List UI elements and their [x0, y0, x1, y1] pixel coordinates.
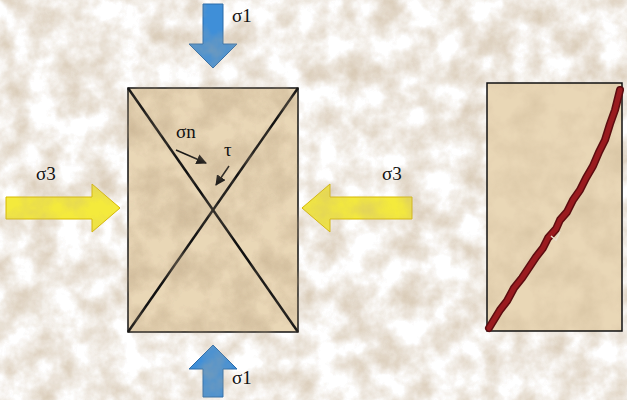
normal-stress-arrow: [176, 150, 206, 163]
shear-plane: [128, 88, 298, 332]
specimen-outline: [128, 88, 298, 332]
stress-label: σ1: [232, 368, 252, 389]
stress-label: σ1: [232, 6, 252, 27]
sigma3-arrow: [302, 184, 412, 232]
fracture: [489, 90, 620, 328]
fracture: [489, 90, 620, 328]
stress-label: σ3: [36, 164, 56, 185]
fractured-specimen: [487, 83, 622, 331]
shear-stress-arrow: [216, 166, 229, 185]
stone-texture: [487, 83, 622, 331]
sigma1-arrow: [189, 4, 237, 68]
stress-label: σ3: [382, 164, 402, 185]
rock-specimen: [128, 88, 298, 332]
fracture-gap: [551, 232, 560, 240]
stress-label: σn: [176, 122, 196, 143]
sigma1-arrow: [189, 345, 237, 397]
shear-plane: [128, 88, 298, 332]
sigma3-arrow: [6, 184, 120, 232]
stress-label: τ: [224, 140, 232, 161]
specimen-outline: [487, 83, 622, 331]
stone-texture: [128, 88, 298, 332]
